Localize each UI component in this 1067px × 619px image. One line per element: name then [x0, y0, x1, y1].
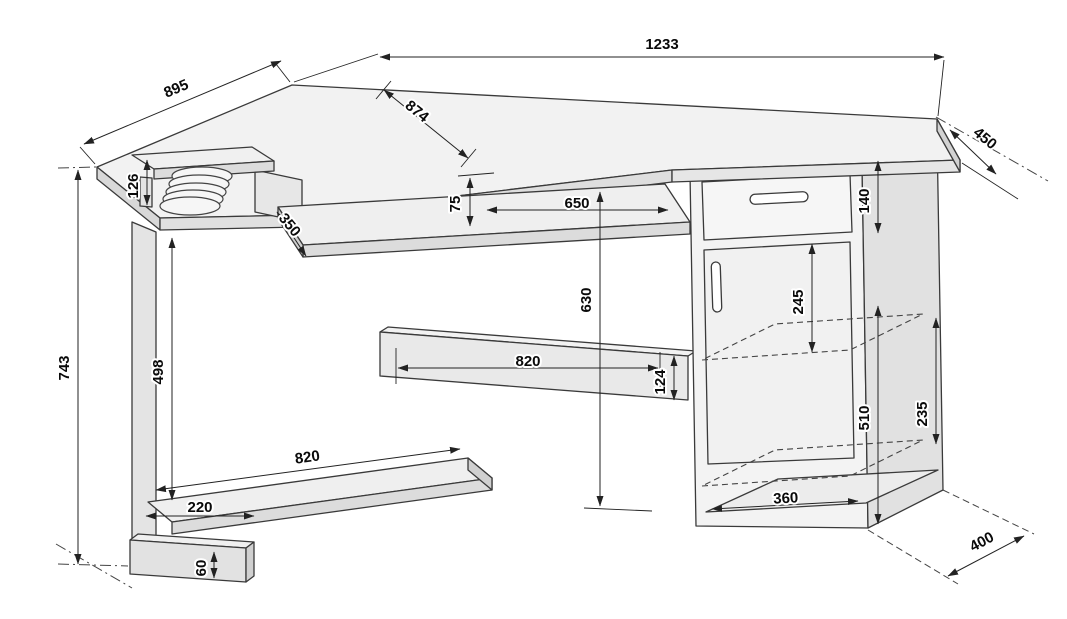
dim-drawer-height: 140: [854, 160, 882, 234]
dim-label: 510: [856, 405, 873, 430]
dim-label: 400: [967, 529, 997, 556]
dimension-line: [949, 129, 997, 175]
dim-label: 124: [652, 369, 669, 395]
dim-label: 820: [515, 353, 540, 370]
dimension-line: [383, 89, 469, 159]
extension-line: [57, 563, 129, 567]
extension-line: [867, 529, 959, 585]
dim-label: 450: [970, 124, 1000, 153]
dim-back-rail-width: 820: [395, 348, 661, 390]
extension-line: [375, 80, 392, 100]
dim-label: 220: [187, 499, 212, 516]
extension-line: [583, 507, 653, 512]
drawer-handle: [749, 191, 809, 205]
dim-label: 498: [150, 359, 167, 384]
extension-line: [457, 172, 495, 177]
dim-pedestal-shelf-width: 360: [711, 487, 859, 512]
dimension-line: [711, 498, 859, 512]
pedestal-side: [861, 131, 944, 529]
bottom-shelf-end: [467, 457, 493, 491]
coil-loop: [159, 196, 221, 216]
dim-overall-height: 743: [54, 169, 82, 565]
dim-label: 235: [914, 401, 931, 426]
dim-desktop-width: 1233: [293, 34, 945, 117]
extension-line: [460, 148, 477, 168]
dim-keyboard-tray-width: 650: [486, 193, 669, 214]
extension-line: [275, 63, 291, 83]
dim-label: 743: [56, 355, 73, 380]
dim-bottom-shelf-depth: 220: [145, 497, 255, 520]
dim-label: 1233: [645, 36, 678, 53]
dim-label: 820: [294, 447, 321, 467]
dim-pedestal-gap-lower: 235: [912, 317, 940, 445]
door-handle: [710, 261, 723, 313]
hidden-shelf-lower: [701, 439, 924, 487]
left-support-column: [129, 221, 493, 583]
dim-keyboard-tray-drop: 75: [445, 172, 495, 227]
plinth-end: [245, 541, 255, 583]
dim-back-rail-height: 124: [650, 355, 678, 401]
drawer-front: [701, 173, 853, 241]
dim-corner-shelf-height: 126: [123, 159, 151, 206]
dimension-line: [83, 60, 282, 145]
floor-extension-line: [55, 543, 133, 589]
drawer-pedestal: [689, 131, 944, 529]
plinth-front: [129, 539, 247, 583]
extension-line: [293, 53, 379, 83]
dim-label: 60: [193, 560, 210, 577]
dim-label: 126: [125, 173, 142, 198]
dimension-annotations: 1233 895 874 450 126 350: [54, 34, 1025, 579]
extension-line: [57, 166, 97, 169]
dim-plinth-height: 60: [191, 551, 218, 579]
dim-label: 630: [578, 287, 595, 312]
cabinet-door: [703, 241, 855, 465]
dim-pedestal-gap-upper: 245: [788, 243, 816, 353]
dim-door-section-height: 510: [854, 305, 882, 525]
dimension-line: [947, 535, 1025, 577]
dim-label: 650: [564, 195, 589, 212]
dim-label: 75: [447, 196, 464, 213]
dim-label: 140: [856, 188, 873, 213]
extension-line: [937, 59, 945, 117]
extension-line: [79, 146, 96, 165]
dim-label: 245: [790, 289, 807, 314]
dim-label: 895: [161, 76, 191, 101]
extension-line: [942, 489, 1035, 535]
dimension-line: [155, 446, 461, 493]
spring-coil: [159, 166, 233, 216]
hidden-shelf-upper: [701, 313, 924, 361]
dim-underdesk-clearance: 630: [576, 191, 653, 512]
dim-label: 360: [773, 489, 799, 507]
dim-pedestal-depth: 400: [947, 527, 1025, 577]
dimension-line: [276, 211, 307, 257]
